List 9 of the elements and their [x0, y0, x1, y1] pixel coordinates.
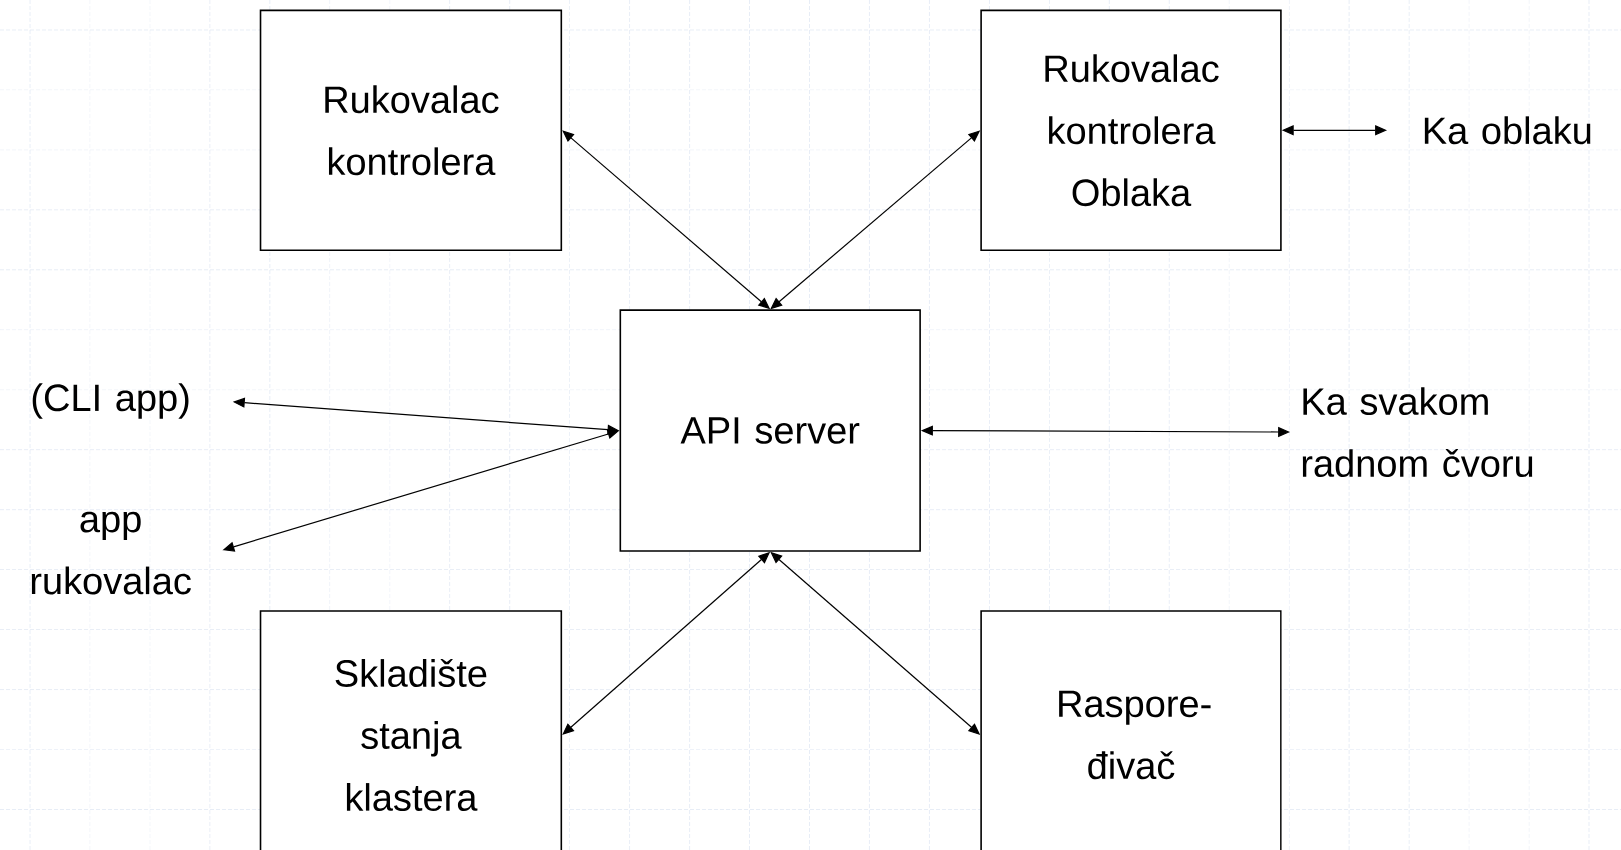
component-box: API server: [619, 309, 921, 552]
component-box: Rukovalac kontrolera: [259, 9, 563, 251]
component-box: Rukovalac kontrolera Oblaka: [980, 9, 1282, 251]
label-text: app rukovalac: [31, 511, 191, 595]
label-text: (CLI app): [32, 383, 189, 419]
label-text: Ka svakom radnom čvoru: [1302, 387, 1533, 478]
component-box: Skladište stanja klastera: [259, 610, 563, 850]
label-text: Ka oblaku: [1424, 116, 1591, 145]
component-box: Raspore-đivač: [980, 610, 1282, 850]
